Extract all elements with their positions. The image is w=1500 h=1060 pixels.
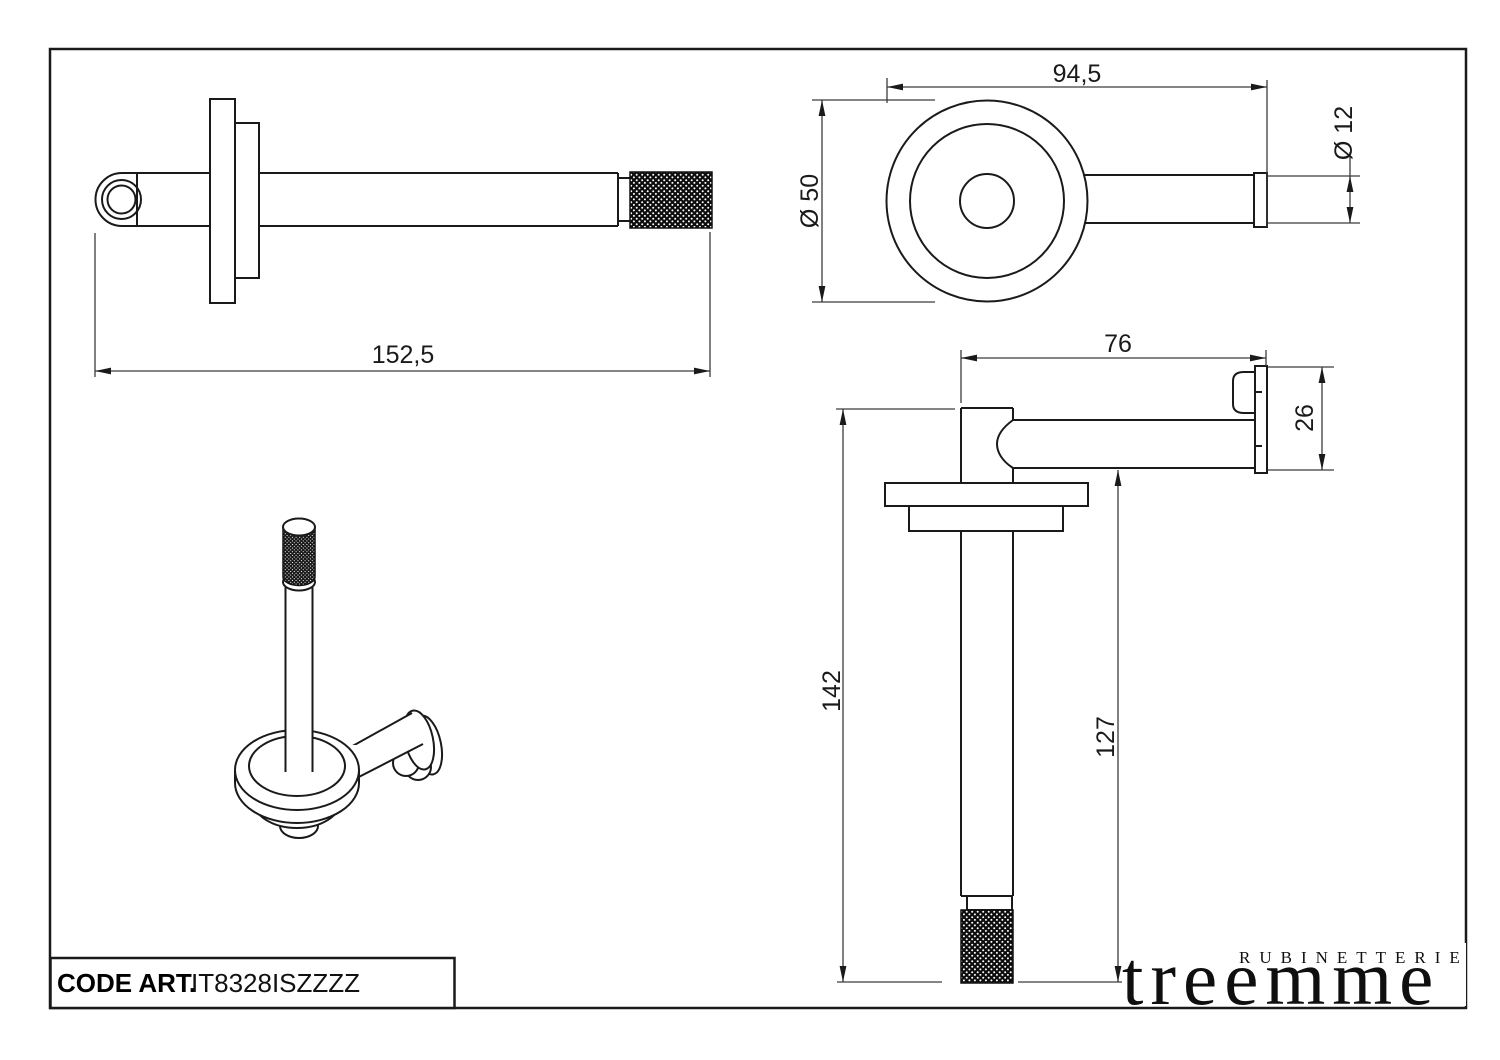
logo-brand: treemme [1122, 935, 1440, 1021]
dim-tube-diameter-label: Ø 12 [1330, 106, 1358, 160]
dim-wall-plate-height-label: 26 [1291, 404, 1319, 432]
knurl-texture [282, 526, 316, 587]
title-block: CODE ART. IT8328ISZZZZ [49, 956, 456, 1010]
dim-flange-diameter-label: Ø 50 [796, 174, 824, 228]
view-side-vertical: 76 26 142 127 [818, 330, 1334, 984]
knurl-texture [960, 909, 1014, 984]
dim-clearance-label: 127 [1092, 716, 1120, 758]
view-front: 94,5 Ø 50 Ø 12 [796, 60, 1360, 303]
dim-depth-label: 94,5 [1053, 60, 1102, 88]
code-art-box [49, 956, 456, 1010]
view-side-horizontal: 152,5 [94, 98, 713, 377]
dim-overall-length-label: 152,5 [372, 341, 435, 369]
code-art-value: IT8328ISZZZZ [191, 968, 360, 998]
brand-logo: RUBINETTERIE treemme [1122, 935, 1469, 1021]
code-art-label: CODE ART. [57, 968, 196, 998]
logo-tagline: RUBINETTERIE [1239, 948, 1469, 967]
dim-arm-length-label: 76 [1104, 330, 1132, 358]
knurl-texture [629, 171, 713, 229]
sheet-border-frame [48, 47, 1468, 1010]
view-isometric [234, 517, 444, 839]
dim-total-height-label: 142 [818, 670, 846, 712]
logo-background [1122, 943, 1466, 1006]
